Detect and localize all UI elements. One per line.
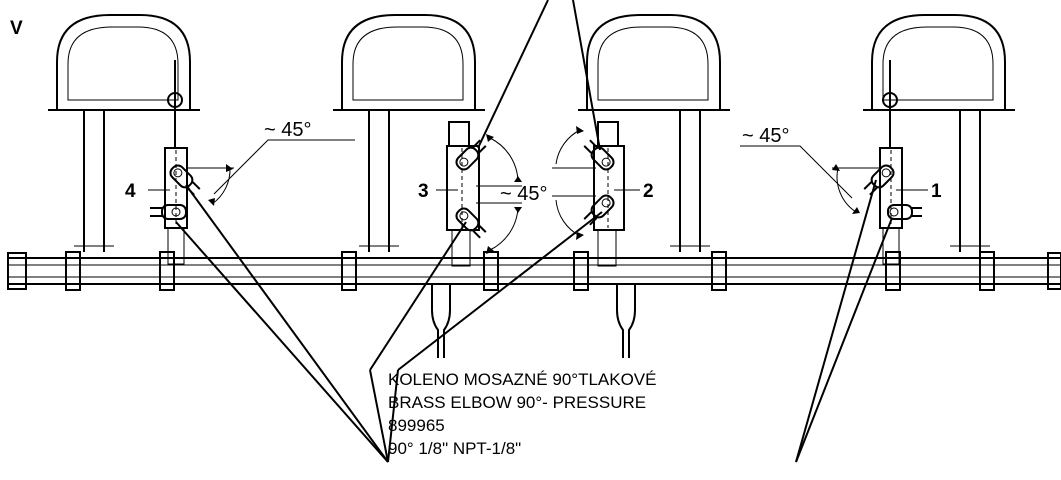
frame-unit-3 xyxy=(333,14,485,267)
top-callout-leaders xyxy=(477,0,601,151)
part-note: KOLENO MOSAZNÉ 90°TLAKOVÉ BRASS ELBOW 90… xyxy=(388,370,657,458)
position-label-4: 4 xyxy=(125,181,136,202)
angle-dimension-right xyxy=(740,145,880,214)
elbow-fitting-3-lower xyxy=(455,207,487,239)
main-beam xyxy=(7,251,1061,291)
nozzle-dropper-left xyxy=(431,284,451,358)
angle-label-left: ~ 45° xyxy=(264,119,311,141)
frame-unit-2 xyxy=(578,14,730,267)
angle-label-right: ~ 45° xyxy=(742,125,789,147)
elbow-fitting-2-lower xyxy=(583,194,615,226)
angle-dimension-middle-left xyxy=(476,134,522,254)
part-note-line-2: BRASS ELBOW 90°- PRESSURE xyxy=(388,393,646,412)
angle-dimension-left xyxy=(186,139,355,206)
position-label-1: 1 xyxy=(931,181,942,202)
bottom-left-callout-leaders xyxy=(175,184,603,463)
bottom-right-callout-leaders xyxy=(795,179,893,463)
frame-unit-1 xyxy=(863,14,1015,265)
part-note-line-4: 90° 1/8" NPT-1/8" xyxy=(388,439,521,458)
elbow-fitting-4-lower xyxy=(150,204,187,220)
elbow-fitting-3-upper xyxy=(455,139,487,171)
view-label: V xyxy=(10,18,23,39)
position-label-3: 3 xyxy=(418,181,429,202)
frame-unit-4 xyxy=(48,14,200,265)
elbow-fitting-1-lower xyxy=(887,204,922,220)
angle-dimension-middle-right xyxy=(552,126,596,240)
angle-label-middle: ~ 45° xyxy=(500,183,547,205)
part-note-line-3: 899965 xyxy=(388,416,445,435)
nozzle-dropper-right xyxy=(616,284,636,358)
part-note-line-1: KOLENO MOSAZNÉ 90°TLAKOVÉ xyxy=(388,370,657,389)
position-label-2: 2 xyxy=(643,181,654,202)
elbow-fitting-2-upper xyxy=(583,139,615,171)
